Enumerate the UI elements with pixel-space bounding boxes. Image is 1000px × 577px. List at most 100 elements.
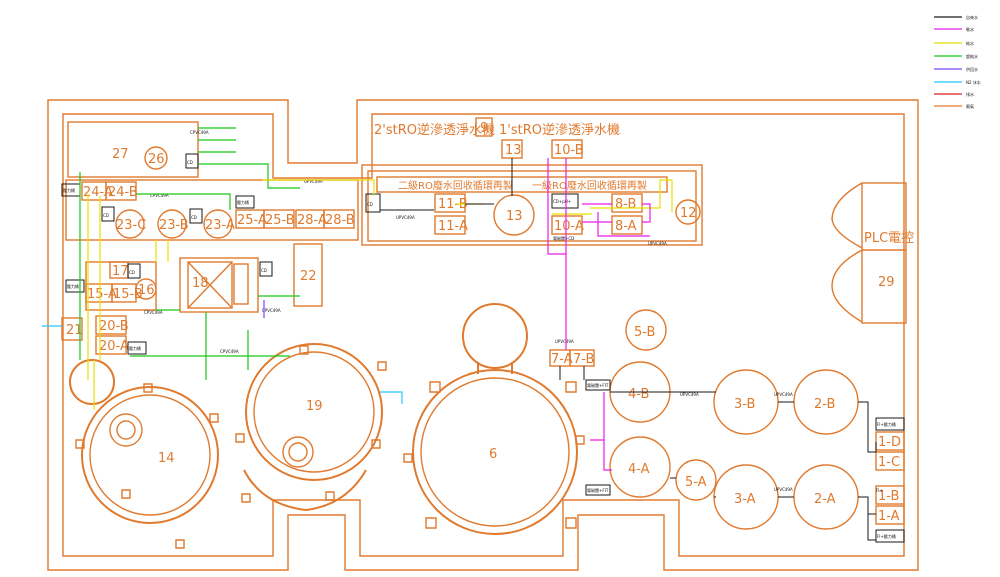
- tag-upvc-ro2: UPVC49A: [648, 241, 667, 246]
- equipment-11a-box: [434, 215, 466, 235]
- equipment-11a-label: 11-A: [438, 219, 468, 234]
- ro-machine-area: 2'stRO逆滲透淨水機 9 1'stRO逆滲透淨水機 二級RO廢水回收循環再製…: [361, 117, 703, 246]
- equipment-23b-label: 23-B: [159, 218, 189, 233]
- tag-cd-ro: CD: [367, 202, 373, 207]
- equipment-22-label: 22: [300, 269, 317, 284]
- equipment-19-label: 19: [306, 399, 323, 414]
- tag-cd-23: CD: [191, 215, 197, 220]
- equipment-29-label: 29: [878, 275, 895, 290]
- tag-cd-17: CD: [129, 270, 135, 275]
- equipment-26-tank: [144, 146, 168, 170]
- tag-pressure-20: 壓力桶: [129, 345, 141, 351]
- tank-6: 6: [412, 303, 578, 535]
- legend-label-soft-water: 軟水: [966, 26, 974, 32]
- equipment-1d-label: 1-D: [878, 435, 901, 450]
- tag-flow-fit-a: 電磁閥+FIT: [587, 487, 609, 493]
- equipment-7a-label: 7-A: [551, 352, 573, 367]
- equipment-26-label: 26: [148, 152, 165, 167]
- tag-upvc-2b: UPVC49A: [774, 392, 793, 397]
- equipment-6-label: 6: [489, 447, 497, 462]
- tag-flow-fit-b: 電磁閥+FIT: [587, 382, 609, 388]
- piping: [42, 127, 877, 541]
- equipment-13-top-label: 13: [505, 143, 522, 158]
- equipment-27-label: 27: [112, 147, 129, 162]
- equipment-11b-box: [434, 193, 466, 213]
- equipment-4a-label: 4-A: [628, 462, 650, 477]
- equipment-4b-label: 4-B: [628, 387, 649, 402]
- tag-cd-24: CD: [103, 213, 109, 218]
- equipment-1b-label: 1-B: [878, 489, 899, 504]
- plc-label: PLC電控: [864, 231, 914, 246]
- tag-pressure-25: 壓力桶: [237, 199, 249, 205]
- equipment-25a-label: 25-A: [237, 213, 267, 228]
- plc-control: PLC電控 29: [831, 182, 914, 324]
- equipment-20a-label: 20-A: [99, 339, 129, 354]
- equipment-7b-box: [569, 349, 595, 367]
- equipment-10a-label: 10-A: [554, 219, 584, 234]
- equipment-15b-label: 15-B: [113, 287, 143, 302]
- ro1-title: 1'stRO逆滲透淨水機: [499, 122, 620, 138]
- tag-cpvc-18b: CPVC49A: [262, 308, 281, 313]
- equipment-9-label: 9: [480, 121, 488, 136]
- legend-label-drain: 排水: [966, 91, 974, 97]
- tag-fi-pressure-bottom: FI+壓力桶: [877, 533, 896, 539]
- tag-fi-pressure-top: FI+壓力桶: [877, 421, 896, 427]
- tag-pressure-24: 壓力桶: [63, 187, 75, 193]
- equipment-3a-label: 3-A: [734, 492, 756, 507]
- equipment-23c-tank: [115, 209, 145, 239]
- equipment-18-box: [179, 257, 259, 313]
- equipment-9-box: [475, 117, 493, 137]
- equipment-2b-label: 2-B: [814, 397, 835, 412]
- fittings: [75, 345, 585, 549]
- equipment-28b-box: [323, 209, 355, 229]
- tag-fi-b: FI+: [876, 488, 883, 493]
- equipment-23c-label: 23-C: [116, 218, 146, 233]
- equipment-16-tank: [135, 278, 157, 300]
- equipment-7b-label: 7-B: [573, 352, 594, 367]
- equipment-11b-label: 11-B: [438, 197, 468, 212]
- tank-14: 14: [69, 359, 219, 524]
- equipment-20b-box: [95, 315, 127, 335]
- room-walls: [47, 99, 919, 571]
- equipment-8b-label: 8-B: [615, 197, 636, 212]
- equipment-13-tank-label: 13: [506, 209, 523, 224]
- legend-label-ultrapure-water: 超純水: [966, 53, 978, 59]
- equipment-12-tank: [675, 199, 701, 225]
- equipment-15b-box: [111, 283, 137, 303]
- equipment-13-tank: [493, 194, 535, 236]
- equipment-5a-tank: [675, 459, 717, 501]
- reclaim-1-title: 一級RO廢水回收循環再製: [532, 179, 647, 192]
- equipment-3b-label: 3-B: [734, 397, 755, 412]
- equipment-10b-label: 10-B: [554, 143, 584, 158]
- tag-cd-27: CD: [187, 160, 193, 165]
- equipment-20b-label: 20-B: [99, 319, 129, 334]
- equipment-1a-box: [875, 505, 905, 525]
- reclaim-2-title: 二級RO廢水回收循環再製: [398, 179, 513, 192]
- equipment-1a-label: 1-A: [878, 509, 900, 524]
- legend-label-pure-water: 純水: [966, 40, 974, 46]
- equipment-24b-box: [105, 181, 137, 201]
- equipment-8a-label: 8-A: [615, 219, 637, 234]
- tag-upvc-top: UPVC49A: [304, 179, 323, 184]
- tag-cd-ph: CD+pH+: [553, 199, 571, 204]
- equipment-25b-box: [263, 209, 295, 229]
- tag-cpvc-27: CPVC49A: [190, 130, 209, 135]
- equipment-28a-label: 28-A: [297, 213, 327, 228]
- legend-label-n2-chilled: N2 冰水: [966, 79, 981, 85]
- left-equipment: 27 26 CD CPVC49A 壓力桶 24-A 24-B CD 23-C 2…: [61, 121, 359, 355]
- equipment-5a-label: 5-A: [685, 475, 707, 490]
- equipment-21-label: 21: [66, 323, 83, 338]
- equipment-17-label: 17: [112, 264, 129, 279]
- equipment-28b-label: 28-B: [325, 213, 355, 228]
- equipment-5b-label: 5-B: [634, 325, 655, 340]
- legend: 自來水 軟水 純水 超純水 供回水 N2 冰水 排水 廢氣: [934, 14, 981, 109]
- equipment-21-box: [61, 317, 83, 341]
- equipment-8a-box: [611, 215, 643, 235]
- equipment-1d-box: [875, 431, 905, 451]
- tag-flow-cd: 電磁閥+CD: [553, 235, 574, 241]
- tag-upvc-7: UPVC49A: [555, 339, 574, 344]
- equipment-12-label: 12: [680, 206, 697, 221]
- equipment-25b-label: 25-B: [265, 213, 295, 228]
- equipment-27-box: [67, 121, 199, 178]
